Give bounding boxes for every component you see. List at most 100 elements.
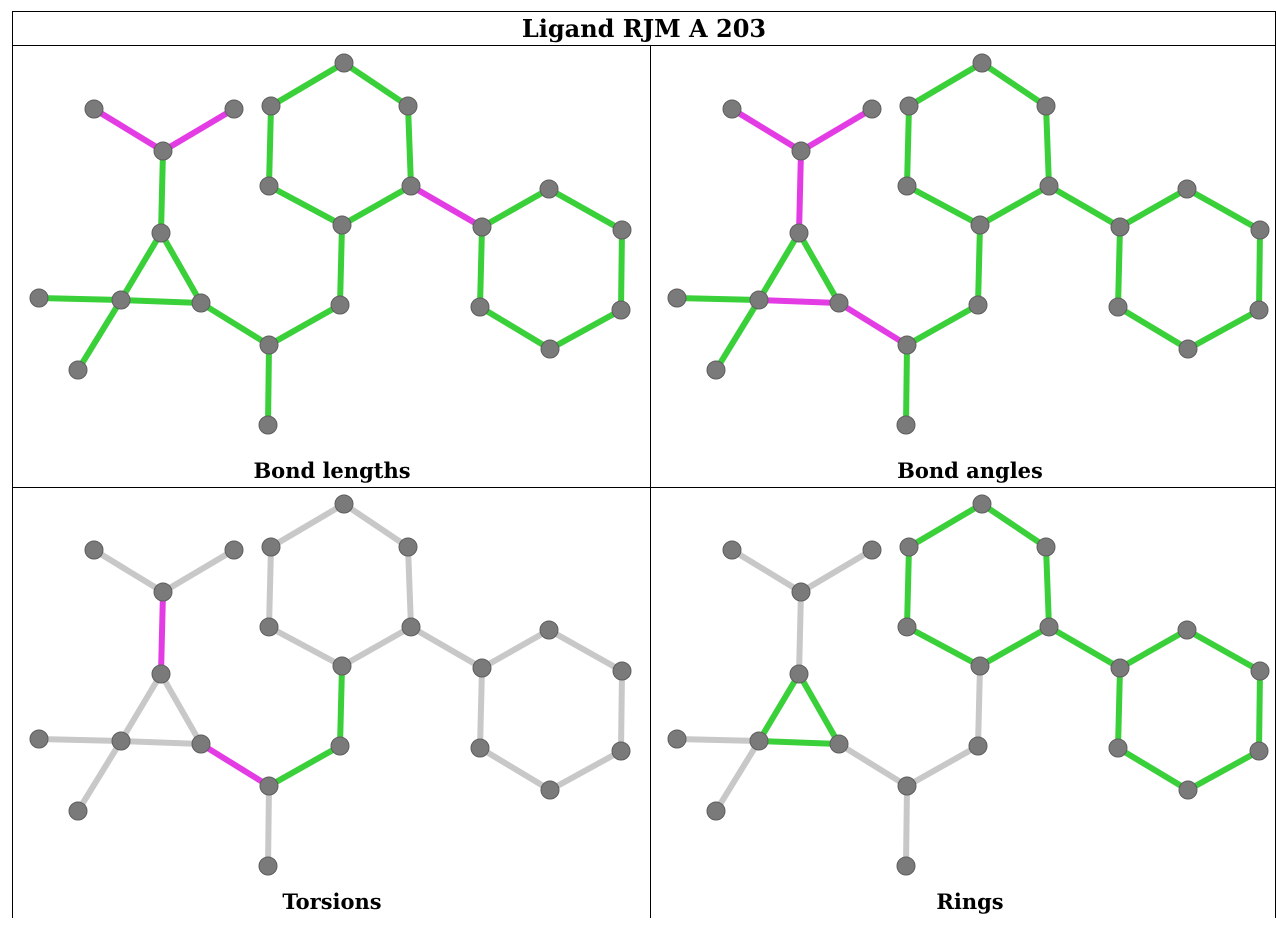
atom-n8 bbox=[68, 801, 88, 821]
atom-n23 bbox=[261, 537, 281, 557]
atom-n14 bbox=[1110, 217, 1130, 237]
bond-ok bbox=[674, 295, 762, 303]
atom-n9 bbox=[897, 776, 917, 796]
bond-ok bbox=[266, 302, 343, 348]
molecule-diagram bbox=[29, 53, 632, 435]
atom-n23 bbox=[261, 96, 281, 116]
atom-n15 bbox=[1177, 179, 1197, 199]
bond-ok bbox=[756, 738, 842, 747]
bond-ok bbox=[1256, 668, 1263, 754]
atom-n2 bbox=[862, 540, 882, 560]
bond-ok bbox=[1115, 665, 1123, 751]
atom-n10 bbox=[896, 415, 916, 435]
bond-ok bbox=[158, 230, 204, 306]
atom-n3 bbox=[791, 141, 811, 161]
bond-ok bbox=[337, 222, 345, 308]
atom-n2 bbox=[224, 99, 244, 119]
atom-n11 bbox=[968, 295, 988, 315]
molecule-diagram bbox=[667, 494, 1270, 876]
atom-n8 bbox=[68, 360, 88, 380]
bond-ok bbox=[1185, 307, 1262, 352]
atom-n12 bbox=[970, 656, 990, 676]
atom-n18 bbox=[1178, 780, 1198, 800]
atom-n4 bbox=[789, 664, 809, 684]
panel-bond-lengths: Bond lengths bbox=[13, 47, 651, 488]
atom-n17 bbox=[1249, 741, 1269, 761]
panel-caption: Bond angles bbox=[897, 458, 1043, 483]
atom-n21 bbox=[398, 96, 418, 116]
bond-ok bbox=[477, 304, 553, 352]
atom-n6 bbox=[829, 734, 849, 754]
bond-neutral bbox=[36, 736, 124, 744]
bond-outlier bbox=[198, 741, 272, 789]
bond-ok bbox=[1184, 186, 1263, 233]
bond-neutral bbox=[903, 783, 910, 869]
bond-ok bbox=[904, 302, 981, 348]
atom-n22 bbox=[334, 53, 354, 73]
bond-ok bbox=[268, 60, 347, 109]
atom-n5 bbox=[111, 290, 131, 310]
bond-ok bbox=[118, 230, 164, 303]
bond-ok bbox=[158, 148, 166, 236]
atom-n3 bbox=[153, 582, 173, 602]
bond-neutral bbox=[713, 738, 762, 814]
bond-ok bbox=[1117, 627, 1190, 671]
atom-n13 bbox=[401, 176, 421, 196]
atom-n12 bbox=[970, 215, 990, 235]
atom-n7 bbox=[29, 288, 49, 308]
horizontal-divider bbox=[12, 487, 1276, 488]
panel-caption: Torsions bbox=[282, 889, 382, 914]
atom-n18 bbox=[1178, 339, 1198, 359]
bond-ok bbox=[1184, 627, 1263, 674]
bond-ok bbox=[975, 222, 983, 308]
bond-neutral bbox=[91, 547, 166, 595]
bond-ok bbox=[977, 183, 1052, 228]
atom-n13 bbox=[1039, 176, 1059, 196]
atom-n22 bbox=[972, 494, 992, 514]
panel-torsions: Torsions bbox=[13, 488, 651, 929]
bond-neutral bbox=[836, 741, 910, 789]
bond-ok bbox=[903, 342, 910, 428]
atom-n19 bbox=[470, 738, 490, 758]
atom-n5 bbox=[749, 731, 769, 751]
vertical-divider bbox=[650, 46, 651, 918]
bond-ok bbox=[904, 544, 912, 630]
atom-n19 bbox=[1108, 738, 1128, 758]
bond-neutral bbox=[479, 627, 552, 671]
atom-n5 bbox=[111, 731, 131, 751]
bond-ok bbox=[713, 297, 762, 373]
bond-ok bbox=[906, 60, 985, 109]
bond-neutral bbox=[158, 671, 204, 747]
panel-caption: Bond lengths bbox=[253, 458, 411, 483]
atom-n19 bbox=[470, 297, 490, 317]
bond-neutral bbox=[266, 624, 345, 669]
atom-n6 bbox=[191, 293, 211, 313]
atom-n13 bbox=[1039, 617, 1059, 637]
atom-n18 bbox=[540, 339, 560, 359]
atom-n13 bbox=[401, 617, 421, 637]
atom-n10 bbox=[258, 415, 278, 435]
figure-title: Ligand RJM A 203 bbox=[12, 11, 1276, 46]
atom-n17 bbox=[1249, 300, 1269, 320]
bond-ok bbox=[341, 60, 411, 109]
bond-neutral bbox=[339, 624, 414, 669]
atom-n9 bbox=[259, 776, 279, 796]
atom-n23 bbox=[899, 96, 919, 116]
bond-ok bbox=[1256, 227, 1263, 313]
bond-neutral bbox=[477, 665, 485, 751]
atom-n17 bbox=[611, 741, 631, 761]
bond-ok bbox=[904, 624, 983, 669]
bond-neutral bbox=[477, 745, 553, 793]
bond-ok bbox=[906, 501, 985, 550]
bond-neutral bbox=[408, 624, 485, 671]
bond-outlier bbox=[756, 297, 842, 306]
atom-n9 bbox=[259, 335, 279, 355]
bond-neutral bbox=[904, 743, 981, 789]
atom-n19 bbox=[1108, 297, 1128, 317]
atom-n12 bbox=[332, 656, 352, 676]
atom-n6 bbox=[191, 734, 211, 754]
bond-outlier bbox=[160, 106, 237, 154]
atom-n6 bbox=[829, 293, 849, 313]
atom-n3 bbox=[791, 582, 811, 602]
atom-n22 bbox=[334, 494, 354, 514]
